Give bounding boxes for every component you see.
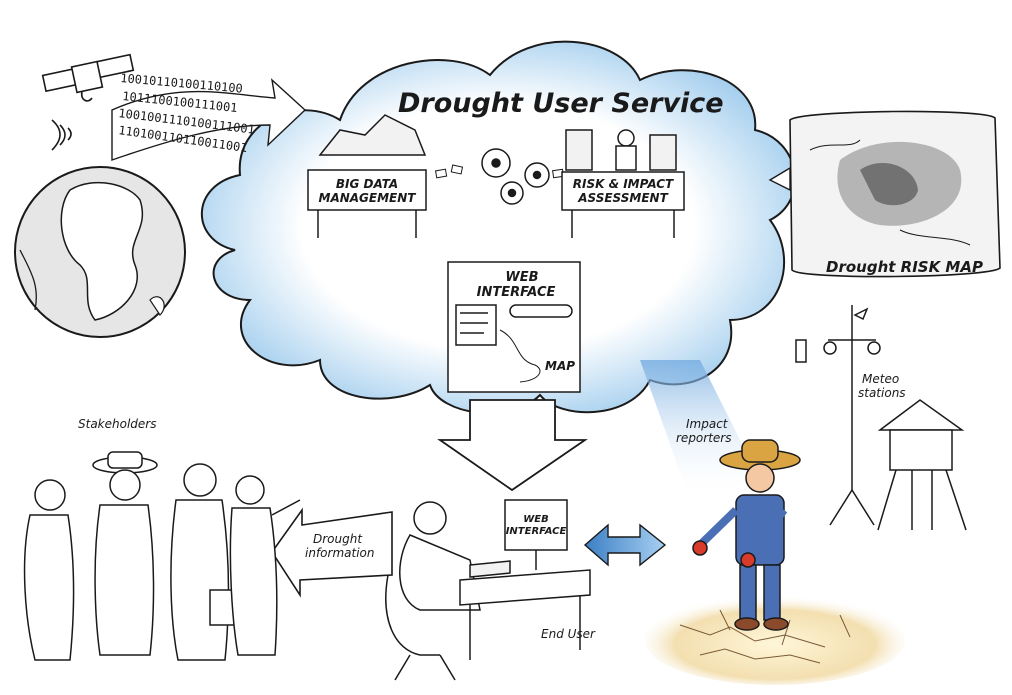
satellite-icon — [41, 53, 135, 151]
exchange-arrow — [583, 523, 667, 567]
web-interface-label-1: WEB — [505, 270, 538, 285]
weather-hut-icon — [877, 399, 967, 531]
farmer-figure — [692, 439, 801, 631]
monitor-label-1: WEB — [523, 514, 548, 525]
dry-soil — [645, 595, 905, 685]
end-user-figure — [385, 499, 591, 681]
drought-risk-map — [768, 110, 1001, 278]
globe-icon — [14, 166, 186, 338]
meteo-label-1: Meteo — [862, 372, 899, 386]
paper-flow — [434, 164, 565, 179]
risk-impact-label-1: RISK & IMPACT — [573, 177, 674, 191]
risk-impact-label-2: ASSESSMENT — [577, 191, 668, 205]
drought-info-label-2: information — [305, 546, 374, 560]
impact-reporters-label-2: reporters — [676, 431, 731, 445]
big-data-label-2: MANAGEMENT — [319, 191, 417, 205]
diagram-title: Drought User Service — [398, 88, 724, 119]
drought-info-label-1: Drought — [313, 532, 363, 546]
big-data-label-1: BIG DATA — [336, 177, 398, 191]
drought-information-arrow — [271, 507, 393, 598]
down-arrow — [437, 399, 588, 492]
web-interface-label-2: INTERFACE — [477, 285, 556, 300]
monitor-label-2: INTERFACE — [506, 526, 567, 537]
stakeholders-group — [23, 451, 301, 661]
meteo-station-icon — [795, 305, 881, 526]
risk-assessment-station — [561, 129, 685, 238]
stakeholders-label: Stakeholders — [78, 417, 156, 431]
map-label: MAP — [545, 359, 575, 373]
risk-map-label: Drought RISK MAP — [826, 258, 983, 276]
end-user-label: End User — [541, 627, 596, 641]
web-interface-window — [447, 261, 581, 393]
data-stream-arrow — [111, 78, 307, 161]
meteo-label-2: stations — [858, 386, 906, 400]
big-data-station — [307, 114, 427, 238]
impact-reporters-label-1: Impact — [686, 417, 729, 431]
gears-icon — [481, 148, 550, 205]
